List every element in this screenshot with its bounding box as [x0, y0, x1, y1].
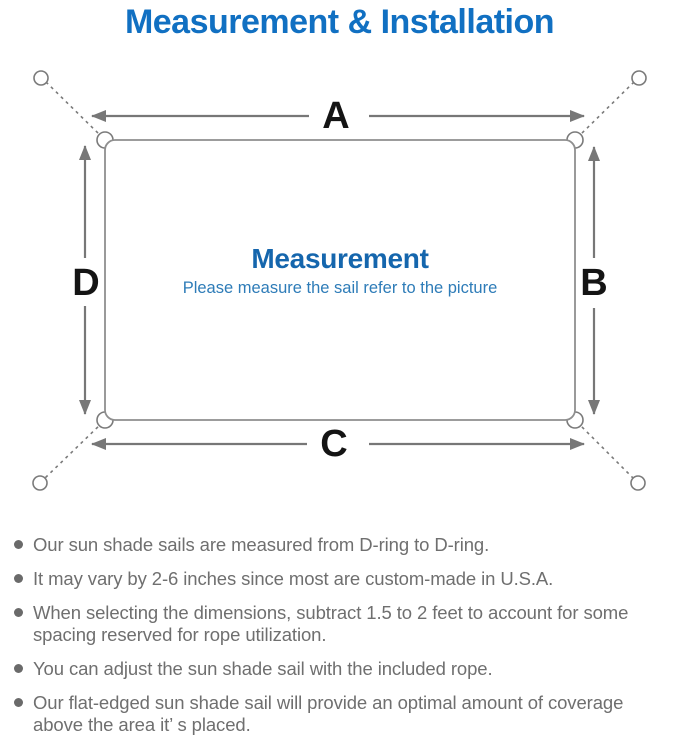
list-item: It may vary by 2-6 inches since most are… — [14, 568, 674, 590]
dimension-label-c: C — [320, 423, 347, 465]
dimension-label-b: B — [580, 262, 607, 304]
page-title: Measurement & Installation — [124, 2, 555, 41]
sail-outline — [104, 139, 576, 421]
list-item: Our flat-edged sun shade sail will provi… — [14, 692, 674, 736]
measurement-arrows — [79, 110, 600, 450]
anchor-point-icon — [630, 475, 646, 491]
anchor-point-icon — [631, 70, 647, 86]
note-text: Our flat-edged sun shade sail will provi… — [33, 692, 624, 735]
list-item: When selecting the dimensions, subtract … — [14, 602, 674, 646]
measurement-notes-list: Our sun shade sails are measured from D-… — [14, 534, 674, 748]
note-text: It may vary by 2-6 inches since most are… — [33, 568, 554, 589]
dimension-label-a: A — [322, 95, 349, 137]
note-text: You can adjust the sun shade sail with t… — [33, 658, 493, 679]
note-text: When selecting the dimensions, subtract … — [33, 602, 629, 645]
list-item: Our sun shade sails are measured from D-… — [14, 534, 674, 556]
bullet-dot-icon — [14, 608, 23, 617]
rope-line-bottom-left — [43, 421, 104, 480]
rope-line-top-right — [576, 80, 636, 139]
anchor-point-icon — [32, 475, 48, 491]
bullet-dot-icon — [14, 664, 23, 673]
anchor-points — [32, 70, 647, 491]
bullet-dot-icon — [14, 574, 23, 583]
rope-line-top-left — [44, 80, 104, 139]
bullet-dot-icon — [14, 540, 23, 549]
rope-line-bottom-right — [576, 421, 635, 480]
sail-diagram-svg: A B C D — [32, 70, 647, 491]
dimension-label-d: D — [72, 262, 99, 304]
sail-measurement-diagram: A B C D Measurement Please measure the s… — [0, 60, 679, 520]
bullet-dot-icon — [14, 698, 23, 707]
note-text: Our sun shade sails are measured from D-… — [33, 534, 490, 555]
anchor-point-icon — [33, 70, 49, 86]
list-item: You can adjust the sun shade sail with t… — [14, 658, 674, 680]
